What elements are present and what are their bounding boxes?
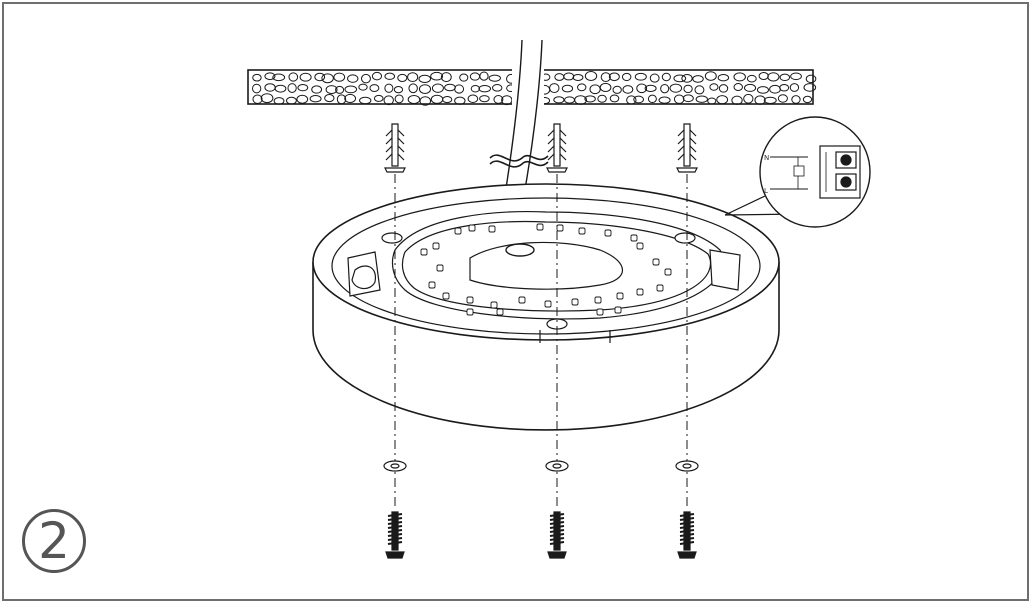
screw-center	[547, 511, 567, 559]
wall-anchor-left	[384, 123, 406, 173]
neutral-label: N	[764, 154, 769, 162]
wiring-detail-callout: N L	[724, 116, 871, 228]
led-components	[420, 223, 672, 316]
washer-right	[675, 460, 699, 472]
wall-anchor-center	[546, 123, 568, 173]
assembly-guide-lines	[394, 174, 688, 510]
screw-right	[677, 511, 697, 559]
fixture-housing	[312, 183, 780, 431]
live-label: L	[764, 187, 768, 195]
washer-center	[545, 460, 569, 472]
ceiling-slab	[247, 66, 817, 108]
screw-left	[385, 511, 405, 559]
step-number-badge: 2	[22, 509, 86, 573]
washer-left	[383, 460, 407, 472]
figure-frame	[2, 2, 1029, 601]
wall-anchor-right	[676, 123, 698, 173]
